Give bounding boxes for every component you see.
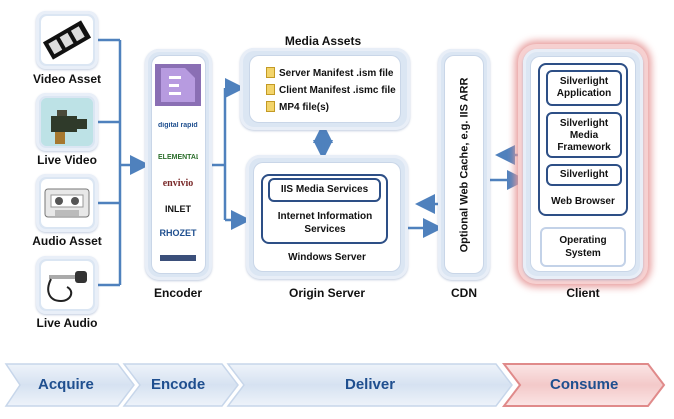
- stage-deliver: Deliver: [345, 376, 396, 393]
- silverlight-application-box: Silverlight Application: [546, 70, 622, 106]
- encoder-logo-elemental: ELEMENTAL: [158, 154, 198, 161]
- stage-acquire: Acquire: [38, 376, 94, 393]
- encoder-logo-rhozet: RHOZET: [159, 228, 197, 238]
- cdn-panel: [438, 49, 490, 280]
- stage-chevrons: [4, 363, 666, 407]
- file-icon: [266, 67, 275, 78]
- expression-encoder-icon: [155, 64, 201, 106]
- video-camera-icon: [41, 98, 93, 146]
- silverlight-media-framework-box: Silverlight Media Framework: [546, 112, 622, 158]
- mp4-files: MP4 file(s): [266, 101, 329, 113]
- live-video-label: Live Video: [37, 153, 97, 167]
- file-icon: [266, 84, 275, 95]
- encoder-logo-envivio: envivio: [162, 178, 194, 189]
- silverlight-box: Silverlight: [546, 164, 622, 186]
- web-browser-label: Web Browser: [551, 196, 615, 207]
- encoder-label: Encoder: [153, 286, 202, 300]
- chevron-encode: [122, 363, 239, 407]
- origin-server-label: Origin Server: [288, 286, 366, 300]
- stage-consume: Consume: [550, 376, 619, 393]
- audio-asset-tile: [36, 174, 98, 232]
- operating-system-box: [540, 227, 626, 267]
- encoder-logo-digital-rapids: digital rapids: [158, 122, 198, 129]
- chevron-consume: [501, 363, 666, 407]
- video-asset-tile: [36, 11, 98, 69]
- server-manifest-file: Server Manifest .ism file: [266, 67, 394, 79]
- microphone-icon: [47, 271, 87, 303]
- media-assets-panel: [240, 48, 410, 130]
- live-audio-tile: [36, 256, 98, 314]
- client-manifest-file: Client Manifest .ismc file: [266, 84, 396, 96]
- stage-encode: Encode: [151, 376, 206, 393]
- encoder-logo-generic-icon: [160, 255, 196, 261]
- internet-information-services-label: Internet Information Services: [277, 211, 373, 235]
- chevron-deliver: [226, 363, 513, 407]
- iis-media-services-box: IIS Media Services: [268, 178, 381, 202]
- audio-asset-label: Audio Asset: [32, 234, 102, 248]
- live-video-tile: [36, 93, 98, 151]
- cdn-vertical-text: Optional Web Cache, e.g. IIS ARR: [458, 77, 470, 252]
- video-asset-label: Video Asset: [32, 72, 102, 86]
- live-audio-label: Live Audio: [36, 316, 98, 330]
- media-assets-title: Media Assets: [284, 34, 362, 48]
- cassette-tape-icon: [44, 188, 90, 218]
- encoder-logo-inlet: INLET: [165, 204, 191, 214]
- cdn-label: CDN: [451, 286, 477, 300]
- client-label: Client: [566, 286, 600, 300]
- film-reel-icon: [42, 20, 92, 60]
- chevron-acquire: [4, 363, 135, 407]
- windows-server-label: Windows Server: [288, 252, 366, 263]
- operating-system-label: Operating System: [559, 235, 607, 259]
- file-icon: [266, 101, 275, 112]
